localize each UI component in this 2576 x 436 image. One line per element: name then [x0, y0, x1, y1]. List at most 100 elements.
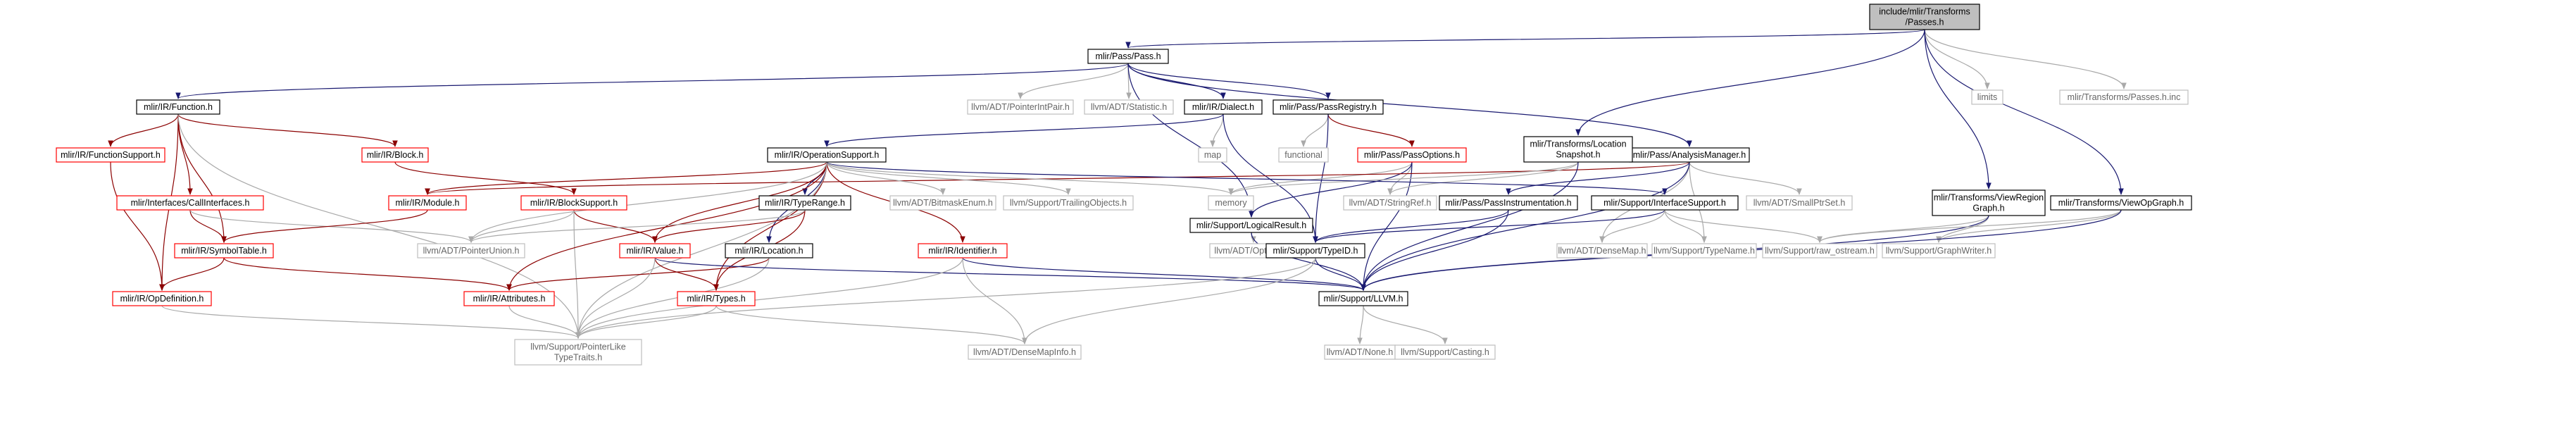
node-label: map — [1204, 150, 1221, 160]
edge-passregistry-to-passoptions — [1327, 113, 1415, 147]
edge-blocksupport-to-pointerunion — [468, 209, 575, 243]
graph-node-module[interactable]: mlir/IR/Module.h — [388, 195, 467, 211]
graph-node-identifier[interactable]: mlir/IR/Identifier.h — [918, 243, 1008, 259]
edge-function-to-functionsupport — [108, 113, 179, 147]
edge-block-to-blocksupport — [394, 161, 577, 195]
edge-operationsupport-to-pointerunion — [468, 161, 827, 243]
graph-node-viewop[interactable]: mlir/Transforms/ViewOpGraph.h — [2050, 195, 2192, 211]
graph-node-opdefinition[interactable]: mlir/IR/OpDefinition.h — [112, 291, 212, 306]
node-label: memory — [1215, 198, 1247, 208]
graph-node-symboltable[interactable]: mlir/IR/SymbolTable.h — [174, 243, 274, 259]
node-box — [1318, 291, 1408, 306]
node-label: mlir/Pass/Pass.h — [1095, 51, 1161, 61]
node-box — [918, 243, 1008, 259]
node-label: TypeTraits.h — [554, 353, 602, 363]
edge-typeid-to-densemapinfo — [1022, 257, 1316, 344]
edge-function-to-symboltable — [177, 113, 227, 243]
node-label: /Passes.h — [1906, 18, 1944, 27]
graph-node-llvmh[interactable]: mlir/Support/LLVM.h — [1318, 291, 1408, 306]
edge-analysismanager-to-smallptrset — [1689, 161, 1802, 195]
node-label: llvm/ADT/PointerIntPair.h — [971, 102, 1070, 112]
graph-node-attributes[interactable]: mlir/IR/Attributes.h — [463, 291, 555, 306]
graph-node-passinstrumentation[interactable]: mlir/Pass/PassInstrumentation.h — [1439, 195, 1578, 211]
node-box — [1523, 136, 1633, 163]
graph-node-analysismanager[interactable]: mlir/Pass/AnalysisManager.h — [1629, 147, 1750, 163]
node-box — [361, 147, 429, 163]
graph-node-smallptrset: llvm/ADT/SmallPtrSet.h — [1746, 195, 1853, 211]
edge-operationsupport-to-module — [425, 161, 827, 195]
edge-typerange-to-value — [652, 209, 806, 243]
graph-node-pass[interactable]: mlir/Pass/Pass.h — [1087, 49, 1169, 64]
edge-root-to-pass — [1125, 29, 1925, 49]
node-label: include/mlir/Transforms — [1879, 7, 1970, 17]
graph-node-types[interactable]: mlir/IR/Types.h — [677, 291, 756, 306]
graph-node-rawostream: llvm/Support/raw_ostream.h — [1762, 243, 1877, 259]
edge-passoptions-to-llvmh — [1361, 161, 1413, 291]
graph-node-block[interactable]: mlir/IR/Block.h — [361, 147, 429, 163]
graph-node-value[interactable]: mlir/IR/Value.h — [619, 243, 691, 259]
node-box — [1003, 195, 1134, 211]
graph-node-memory: memory — [1208, 195, 1254, 211]
node-box — [1189, 218, 1313, 233]
graph-node-map: map — [1198, 147, 1227, 163]
graph-node-typeid[interactable]: mlir/Support/TypeID.h — [1265, 243, 1365, 259]
edge-value-to-llvmh — [654, 257, 1366, 291]
node-box — [514, 339, 642, 366]
node-label: mlir/IR/Value.h — [626, 246, 683, 256]
node-label: llvm/ADT/DenseMap.h — [1558, 246, 1646, 256]
node-label: mlir/IR/OperationSupport.h — [775, 150, 880, 160]
node-box — [1357, 147, 1467, 163]
graph-node-graphwriter: llvm/Support/GraphWriter.h — [1882, 243, 1996, 259]
edge-analysismanager-to-llvmh — [1361, 161, 1690, 291]
node-label: mlir/IR/OpDefinition.h — [120, 294, 204, 304]
graph-node-operationsupport[interactable]: mlir/IR/OperationSupport.h — [767, 147, 887, 163]
node-box — [417, 243, 525, 259]
node-label: mlir/IR/Identifier.h — [928, 246, 996, 256]
node-label: llvm/ADT/PointerUnion.h — [423, 246, 520, 256]
node-box — [767, 147, 887, 163]
graph-node-passregistry[interactable]: mlir/Pass/PassRegistry.h — [1273, 99, 1384, 115]
node-box — [56, 147, 165, 163]
edge-module-to-symboltable — [221, 209, 428, 243]
node-label: mlir/Transforms/Passes.h.inc — [2068, 92, 2181, 102]
edge-location-to-pointerlike — [575, 257, 770, 339]
graph-node-blocksupport[interactable]: mlir/IR/BlockSupport.h — [520, 195, 627, 211]
edge-typerange-to-pointerunion — [468, 209, 806, 243]
graph-node-logicalresult[interactable]: mlir/Support/LogicalResult.h — [1189, 218, 1313, 233]
node-label: mlir/IR/BlockSupport.h — [530, 198, 618, 208]
node-label: Snapshot.h — [1556, 150, 1600, 160]
edge-pass-to-passregistry — [1127, 63, 1331, 99]
node-box — [1869, 4, 1980, 30]
node-label: mlir/Transforms/ViewOpGraph.h — [2058, 198, 2184, 208]
graph-node-callinterfaces[interactable]: mlir/Interfaces/CallInterfaces.h — [116, 195, 264, 211]
edge-logicalresult-to-llvmh — [1251, 232, 1366, 291]
edge-value-to-pointerlike — [575, 257, 656, 339]
graph-node-location[interactable]: mlir/IR/Location.h — [725, 243, 813, 259]
graph-node-passoptions[interactable]: mlir/Pass/PassOptions.h — [1357, 147, 1467, 163]
node-box — [116, 195, 264, 211]
graph-node-function[interactable]: mlir/IR/Function.h — [136, 99, 220, 115]
edge-callinterfaces-to-symboltable — [189, 209, 227, 243]
node-label: llvm/ADT/DenseMapInfo.h — [973, 347, 1076, 357]
node-box — [968, 344, 1082, 360]
node-label: llvm/ADT/BitmaskEnum.h — [893, 198, 993, 208]
node-box — [1591, 195, 1739, 211]
graph-node-interfacesupport[interactable]: mlir/Support/InterfaceSupport.h — [1591, 195, 1739, 211]
node-label: limits — [1977, 92, 1997, 102]
node-label: functional — [1284, 150, 1323, 160]
graph-node-dialect[interactable]: mlir/IR/Dialect.h — [1184, 99, 1263, 115]
graph-node-root[interactable]: include/mlir/Transforms/Passes.h — [1869, 4, 1980, 30]
graph-node-functionsupport[interactable]: mlir/IR/FunctionSupport.h — [56, 147, 165, 163]
edge-analysismanager-to-passinstrumentation — [1506, 161, 1690, 195]
edge-attributes-to-pointerlike — [508, 305, 581, 339]
node-label: mlir/Interfaces/CallInterfaces.h — [131, 198, 250, 208]
edge-passinstrumentation-to-typeid — [1313, 209, 1509, 243]
edge-types-to-pointerlike — [575, 305, 717, 339]
node-box — [1651, 243, 1757, 259]
graph-node-typerange[interactable]: mlir/IR/TypeRange.h — [758, 195, 851, 211]
edge-operationsupport-to-pointerlike — [575, 161, 827, 339]
edge-pass-to-logicalresult — [1127, 63, 1254, 218]
